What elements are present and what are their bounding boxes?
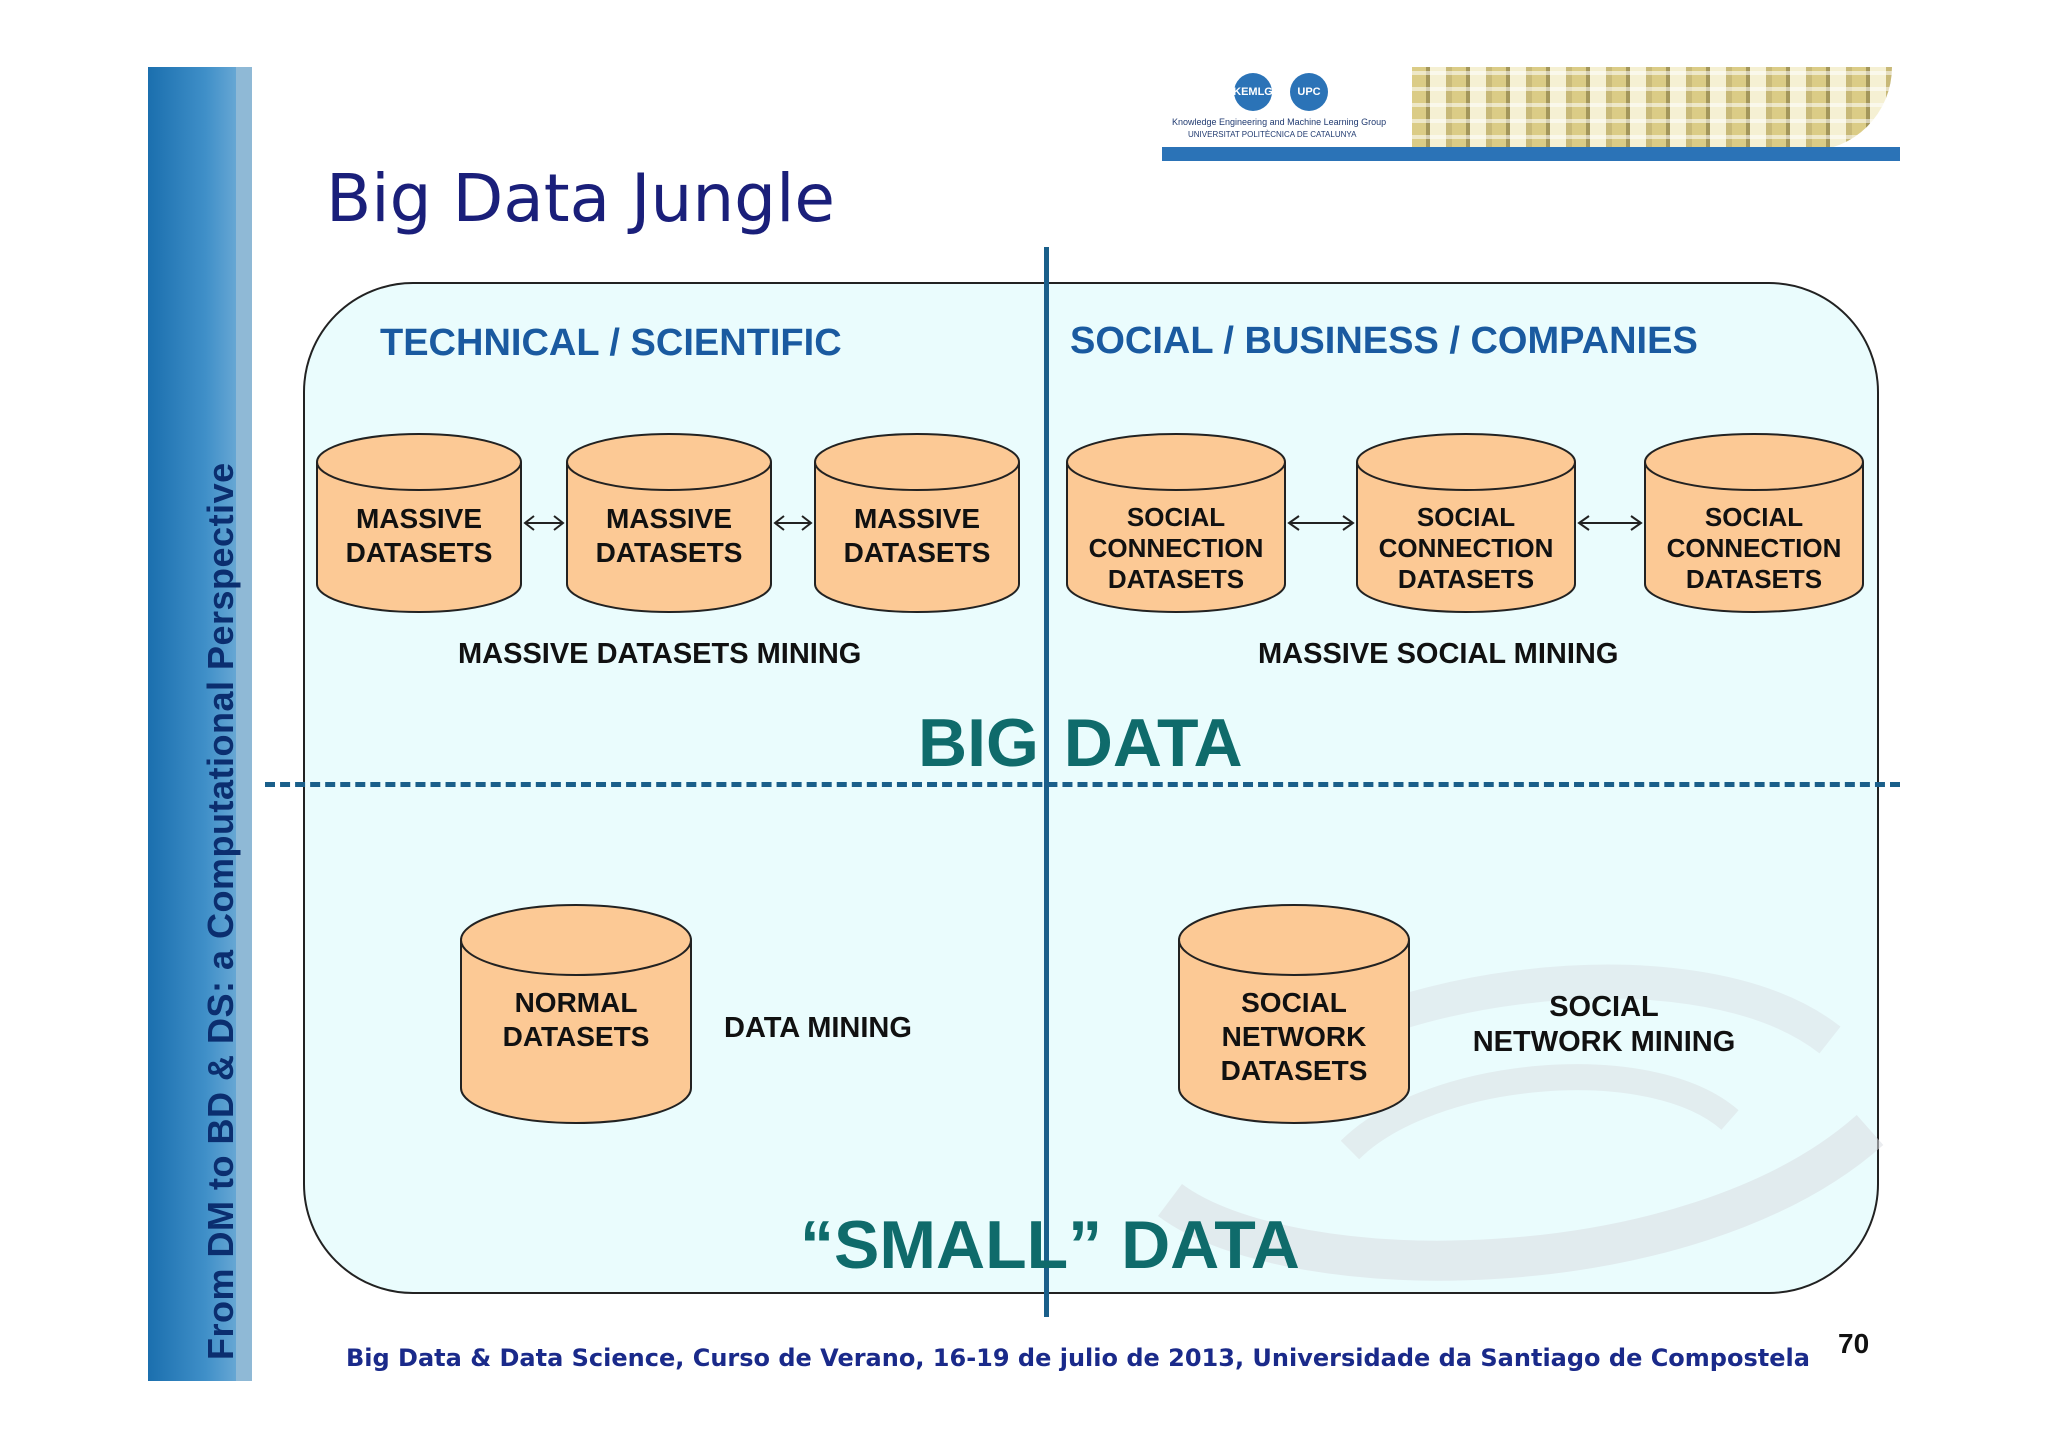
massive-social-mining-caption: MASSIVE SOCIAL MINING	[1258, 638, 1619, 670]
big-small-divider	[265, 782, 1900, 787]
double-arrow-icon	[1577, 515, 1643, 531]
kemlg-logo-icon: KEMLG	[1233, 73, 1273, 111]
double-arrow-icon	[523, 515, 565, 531]
double-arrow-icon	[1287, 515, 1355, 531]
logo-group-name: Knowledge Engineering and Machine Learni…	[1172, 117, 1387, 127]
big-data-label: BIG DATA	[918, 705, 1243, 781]
sidebar-band	[148, 67, 252, 1381]
double-arrow-icon	[773, 515, 813, 531]
cylinder-label-line: DATASETS	[1397, 564, 1535, 594]
cylinder-label-line: SOCIAL	[1241, 987, 1347, 1018]
massive-datasets-mining-caption: MASSIVE DATASETS MINING	[458, 638, 862, 670]
sidebar-shade	[236, 67, 252, 1381]
logo-university-name: UNIVERSITAT POLITÈCNICA DE CATALUNYA	[1188, 130, 1357, 139]
logo-artwork	[1412, 67, 1892, 151]
cylinder-label-line: CONNECTION	[1088, 533, 1264, 563]
caption-line: NETWORK MINING	[1472, 1026, 1736, 1058]
cylinder-label-line: DATASETS	[595, 537, 743, 568]
social-network-mining-caption: SOCIAL NETWORK MINING	[1470, 990, 1738, 1060]
cylinder-label-line: DATASETS	[1107, 564, 1245, 594]
institution-logo: KEMLG UPC Knowledge Engineering and Mach…	[1162, 67, 1900, 167]
cylinder-label-line: SOCIAL	[1126, 502, 1226, 532]
section-technical-scientific: TECHNICAL / SCIENTIFIC	[380, 322, 842, 364]
cylinder-label-line: DATASETS	[1685, 564, 1823, 594]
logo-band	[1162, 147, 1900, 161]
cylinder-label-line: DATASETS	[502, 1021, 650, 1052]
cylinder-label-line: DATASETS	[843, 537, 991, 568]
slide-title: Big Data Jungle	[326, 160, 836, 237]
cylinder-label-line: CONNECTION	[1378, 533, 1554, 563]
cylinder-label-line: DATASETS	[345, 537, 493, 568]
cylinder-label-line: CONNECTION	[1666, 533, 1842, 563]
cylinder-label-line: SOCIAL	[1416, 502, 1516, 532]
upc-logo-icon: UPC	[1290, 73, 1328, 111]
cylinder-label-line: NETWORK	[1221, 1021, 1367, 1052]
caption-line: SOCIAL	[1549, 991, 1659, 1023]
section-social-business: SOCIAL / BUSINESS / COMPANIES	[1070, 320, 1698, 362]
cylinder-label-line: MASSIVE	[605, 503, 733, 534]
cylinder-label-line: MASSIVE	[853, 503, 981, 534]
footer-citation: Big Data & Data Science, Curso de Verano…	[346, 1344, 1810, 1372]
cylinder-label-line: SOCIAL	[1704, 502, 1804, 532]
sidebar-title: From DM to BD & DS: a Computational Pers…	[200, 462, 241, 1360]
page-number: 70	[1838, 1328, 1870, 1359]
small-data-label: “SMALL” DATA	[800, 1207, 1300, 1283]
cylinder-label-line: NORMAL	[514, 987, 638, 1018]
domain-divider	[1044, 247, 1049, 1317]
data-mining-caption: DATA MINING	[724, 1012, 912, 1044]
cylinder-label-line: MASSIVE	[355, 503, 483, 534]
cylinder-label-line: DATASETS	[1220, 1055, 1368, 1086]
